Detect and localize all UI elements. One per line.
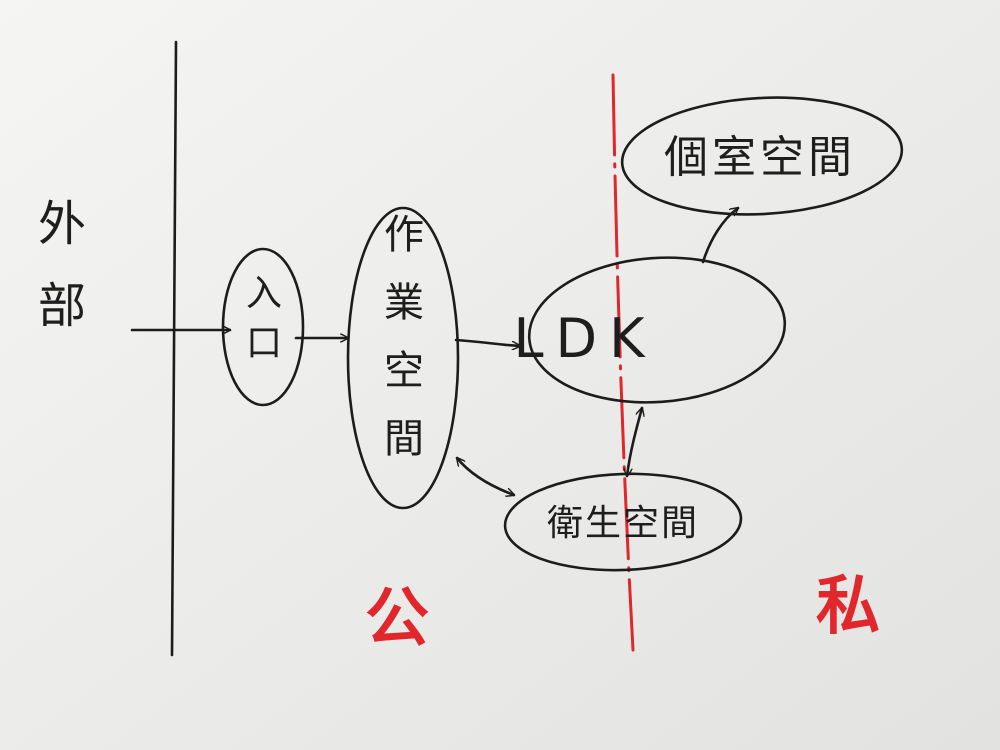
ldk-node — [527, 256, 787, 404]
public-zone-label: 公 — [365, 582, 429, 656]
sanitary-node — [503, 472, 743, 572]
sanitary-label: 衛生空間 — [547, 503, 699, 544]
work-space-label: 作業空間 — [384, 212, 424, 462]
outside-label: 外部 — [38, 196, 86, 334]
arrow-ldk-to-private-room — [701, 208, 738, 264]
arrow-ldk-sanitary — [627, 408, 642, 476]
ldk-label: LDK — [513, 307, 656, 370]
private-room-label: 個室空間 — [664, 132, 856, 183]
public-private-divider — [611, 73, 635, 652]
outer-boundary-line — [170, 40, 178, 657]
private-zone-label: 私 — [816, 570, 880, 644]
work-space-node — [346, 206, 460, 510]
arrow-work-to-ldk — [454, 338, 522, 346]
private-room-node — [620, 96, 904, 216]
arrow-work-sanitary — [457, 458, 514, 495]
entrance-label: 入口 — [246, 273, 282, 364]
